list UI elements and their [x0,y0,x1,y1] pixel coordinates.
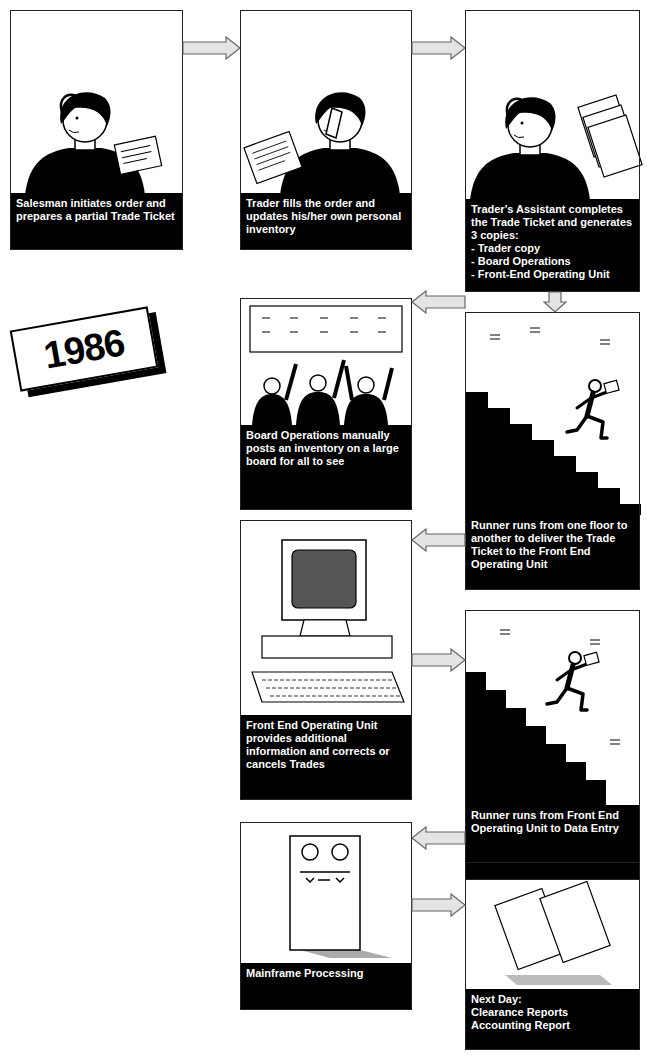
caption-box: Salesman initiates order and prepares a … [11,193,182,249]
runner-figure [547,652,599,710]
computer-illustration [252,540,404,702]
caption-text: Clearance Reports [471,1006,634,1019]
flow-arrow [412,894,465,916]
runner-illustration [466,328,641,515]
caption-text: Runner runs from one floor to another to… [471,519,634,571]
crowd [252,360,392,425]
paper-sheet [114,136,161,174]
mainframe-illustration [290,836,392,958]
caption-box: Mainframe Processing [241,963,411,1009]
crowd-head [358,377,374,393]
process-panel: Front End Operating Unit provides additi… [240,520,412,800]
flow-arrow [412,529,465,551]
caption-text: - Trader copy [471,242,634,255]
system-unit [262,636,392,658]
mainframe-shadow [300,950,392,958]
monitor [282,540,366,620]
paper-lines [121,146,153,164]
caption-box: Front End Operating Unit provides additi… [241,715,411,799]
report-shadow [505,975,612,985]
assistant-illustration [470,95,642,200]
caption-box: Board Operations manually posts an inven… [241,425,411,509]
crowd-head [264,378,280,394]
trader-figure [280,92,400,195]
flow-arrow [412,37,465,59]
keyboard-keys [262,680,400,696]
process-panel: Trader's Assistant completes the Trade T… [465,10,640,292]
report-sheet [540,881,610,962]
process-panel: Runner runs from one floor to another to… [465,312,640,590]
staircase [466,672,606,805]
caption-text: Accounting Report [471,1019,634,1032]
process-panel: Trader fills the order and updates his/h… [240,10,412,250]
caption-box: Trader's Assistant completes the Trade T… [466,199,639,291]
tape-reel [302,844,318,860]
flow-arrow [183,37,240,59]
phone-receiver [326,108,342,138]
papers [244,131,302,183]
trader-illustration [244,92,400,195]
raised-arm [286,364,296,400]
keyboard [252,672,404,702]
board-illustration [250,306,402,425]
paper-lines [252,141,292,170]
motion-marks [500,630,620,744]
runner-illustration [466,630,620,805]
inventory-board [250,306,402,352]
process-panel: Mainframe Processing [240,822,412,1010]
caption-text: Next Day: [471,993,634,1006]
caption-text: Front End Operating Unit provides additi… [246,719,406,771]
screen [292,550,356,608]
raised-arm [384,368,392,400]
headset [61,95,76,112]
caption-text: - Front-End Operating Unit [471,268,634,281]
ticket-copies [578,95,642,177]
year-tag: 1986 [10,306,159,391]
raised-arm [346,366,352,400]
caption-box: Next Day:Clearance ReportsAccounting Rep… [466,989,639,1049]
process-panel: Next Day:Clearance ReportsAccounting Rep… [465,862,640,1050]
caption-box: Trader fills the order and updates his/h… [241,193,411,249]
caption-box: Runner runs from Front End Operating Uni… [466,805,639,879]
process-panel: Runner runs from Front End Operating Uni… [465,610,640,880]
caption-text: Mainframe Processing [246,967,406,980]
caption-text: Trader's Assistant completes the Trade T… [471,203,634,242]
crowd-head [310,375,326,391]
flow-arrow [412,827,465,849]
control-panel [300,872,350,882]
caption-text: - Board Operations [471,255,634,268]
caption-box: Runner runs from one floor to another to… [466,515,639,589]
reports-illustration [495,881,612,985]
mainframe-cabinet [290,836,360,950]
caption-text: Board Operations manually posts an inven… [246,429,406,468]
flow-arrow [412,649,465,671]
caption-text: Runner runs from Front End Operating Uni… [471,809,634,835]
flow-arrow [412,291,465,313]
process-panel: Board Operations manually posts an inven… [240,298,412,510]
raised-arm [334,360,344,398]
paper [114,136,161,174]
runner-figure [567,380,619,438]
process-panel: Salesman initiates order and prepares a … [10,10,183,250]
salesman-illustration [25,92,162,195]
assistant-figure [470,97,590,200]
paper-sheet [244,131,302,183]
motion-marks [490,328,610,344]
flow-arrow [544,292,566,312]
headset [507,99,522,116]
monitor-stand [300,620,350,636]
caption-text: Trader fills the order and updates his/h… [246,197,406,236]
tape-reel [332,844,348,860]
caption-text: Salesman initiates order and prepares a … [16,197,177,223]
staircase [466,392,641,515]
paper-sheet [588,115,642,177]
board-marks [262,318,386,332]
